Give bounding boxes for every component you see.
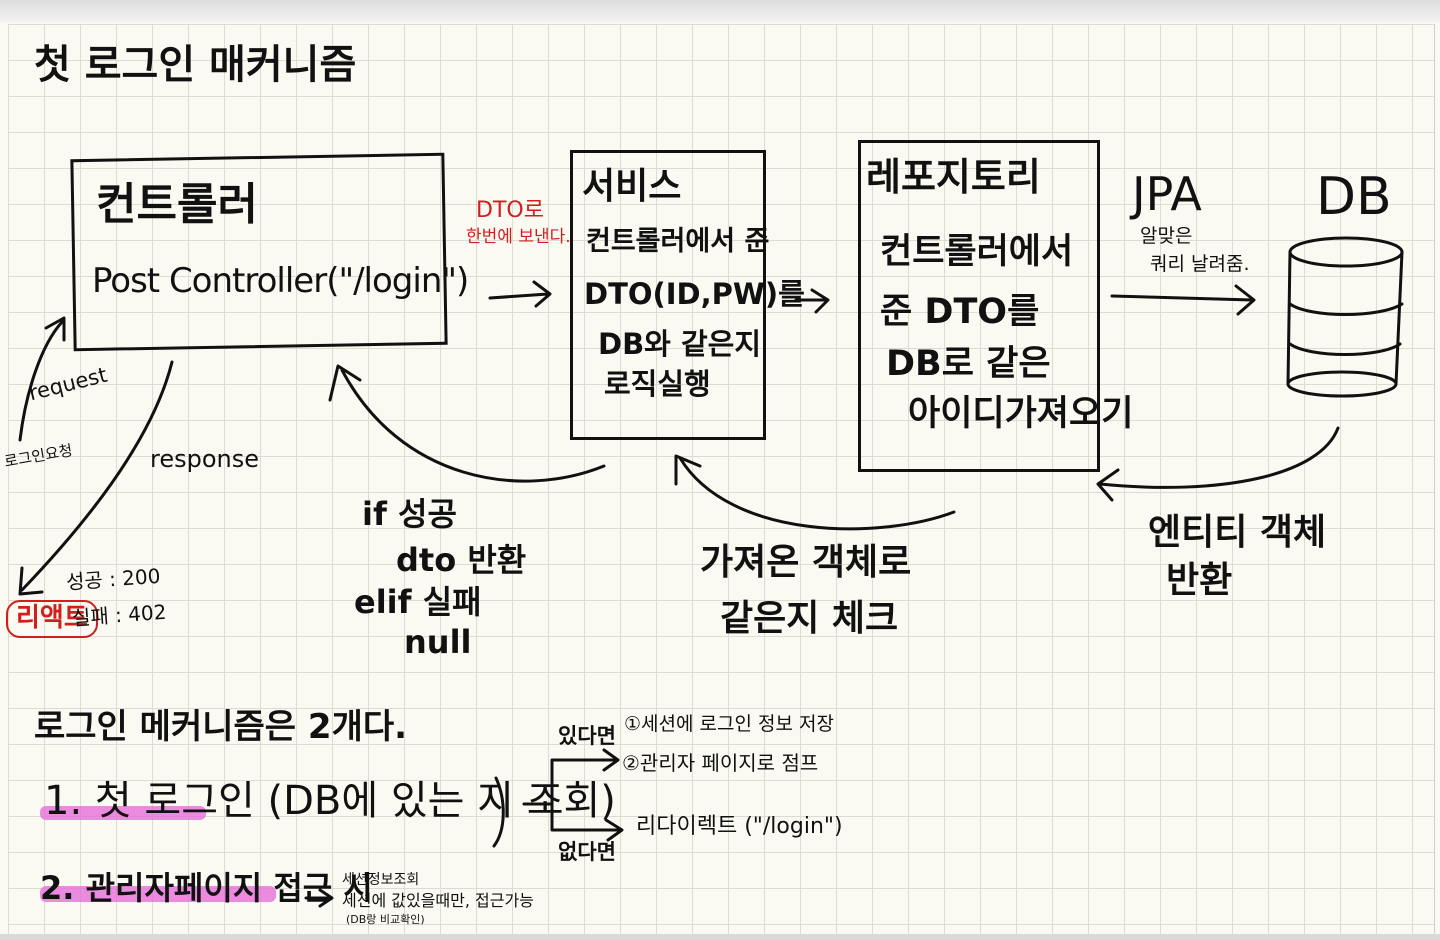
dto-note-line2: 한번에 보낸다.: [466, 227, 571, 247]
highlight-item1: [40, 806, 206, 820]
service-line-3: DB와 같은지: [598, 327, 761, 361]
branch-if-not: 없다면: [558, 840, 616, 864]
service-box: [570, 150, 766, 440]
compare-line2: 같은지 체크: [720, 598, 899, 639]
bottom-item2: 2. 관리자페이지 접근 시: [40, 869, 373, 907]
branch-if-exists: 있다면: [558, 724, 616, 748]
repository-line-1: 컨트롤러에서: [880, 232, 1074, 272]
jpa-note-line2: 쿼리 날려줌.: [1150, 253, 1250, 275]
grid-canvas[interactable]: [8, 24, 1435, 934]
highlight-item2: [40, 886, 276, 902]
arrow-repo-to-db: [1110, 284, 1256, 316]
entity-return-line1: 엔티티 객체: [1148, 512, 1327, 553]
entity-return-line2: 반환: [1166, 560, 1233, 601]
bottom-heading: 로그인 메커니즘은 2개다.: [34, 707, 408, 747]
service-line-4: 로직실행: [604, 367, 711, 401]
paren-item1: [492, 776, 505, 848]
controller-code: Post Controller("/login"): [92, 261, 469, 301]
if-line3: elif 실패: [354, 583, 482, 621]
bottom-edge: [0, 934, 1440, 940]
branch-exists-2: ②관리자 페이지로 점프: [622, 751, 819, 775]
if-line1: if 성공: [362, 495, 457, 533]
if-line4: null: [404, 623, 472, 661]
access-line1: 세션정보조회: [342, 872, 420, 888]
db-cylinder-icon: [1286, 236, 1404, 398]
arrow-controller-to-service: [488, 280, 552, 308]
service-line-2: DTO(ID,PW)를: [584, 277, 805, 311]
repository-box: [858, 140, 1100, 472]
jpa-note-line1: 알맞은: [1140, 225, 1193, 247]
access-line2: 세션에 값있을때만, 접근가능: [342, 891, 534, 910]
arrow-repo-to-service: [674, 454, 956, 531]
branch-connector: [522, 748, 624, 842]
jpa-label: JPA: [1132, 167, 1202, 221]
bottom-item1: 1. 첫 로그인 (DB에 있는 지 조회): [44, 778, 616, 824]
repository-heading: 레포지토리: [866, 155, 1041, 199]
service-line-1: 컨트롤러에서 준: [586, 226, 770, 257]
top-toolbar: [0, 0, 1440, 22]
controller-heading: 컨트롤러: [96, 179, 258, 230]
if-line2: dto 반환: [396, 541, 527, 579]
arrow-service-to-repository: [794, 288, 830, 314]
repository-line-2: 준 DTO를: [880, 292, 1040, 332]
arrow-request: [18, 316, 66, 442]
response-label: response: [150, 445, 260, 473]
page-title: 첫 로그인 매커니즘: [34, 42, 357, 88]
repository-line-4: 아이디가져오기: [908, 394, 1134, 434]
arrow-db-to-repo: [1096, 426, 1340, 502]
dto-note-line1: DTO로: [476, 198, 544, 223]
db-label: DB: [1316, 167, 1392, 227]
arrow-service-to-controller: [328, 364, 606, 483]
branch-not-1: 리다이렉트 ("/login"): [636, 814, 843, 839]
service-heading: 서비스: [582, 166, 682, 207]
compare-line1: 가져온 객체로: [700, 542, 912, 583]
react-label: 리액트: [6, 600, 98, 638]
access-line3: (DB랑 비교확인): [346, 913, 425, 926]
branch-exists-1: ①세션에 로그인 정보 저장: [624, 713, 834, 735]
repository-line-3: DB로 같은: [886, 344, 1051, 384]
arrow-access: [304, 888, 334, 908]
arrow-response: [18, 360, 174, 596]
